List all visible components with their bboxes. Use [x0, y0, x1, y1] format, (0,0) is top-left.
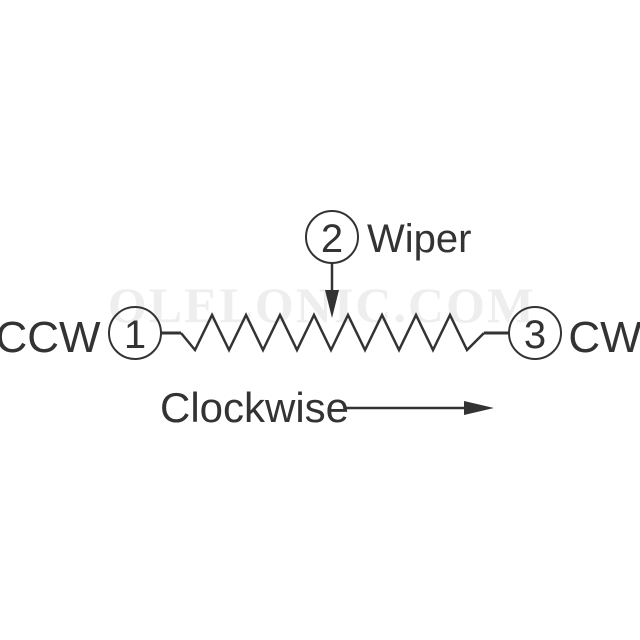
pin-3-number: 3 [524, 313, 546, 357]
clockwise-label: Clockwise [160, 384, 349, 431]
ccw-label: CCW [0, 313, 101, 362]
watermark-text: OLELONIC.COM [108, 277, 536, 333]
wiper-arrowhead [325, 290, 339, 318]
resistor-zigzag [180, 312, 485, 353]
cw-label: CW [568, 313, 640, 362]
pin-3-terminal: 3 [508, 306, 562, 360]
pin-2-number: 2 [321, 217, 343, 261]
pin-2-terminal: 2 [305, 210, 359, 264]
wiper-label: Wiper [367, 217, 471, 261]
direction-arrowhead [464, 401, 494, 415]
pin-1-number: 1 [124, 313, 146, 357]
pin-3-circle [508, 306, 562, 360]
pin-1-terminal: 1 [108, 306, 162, 360]
